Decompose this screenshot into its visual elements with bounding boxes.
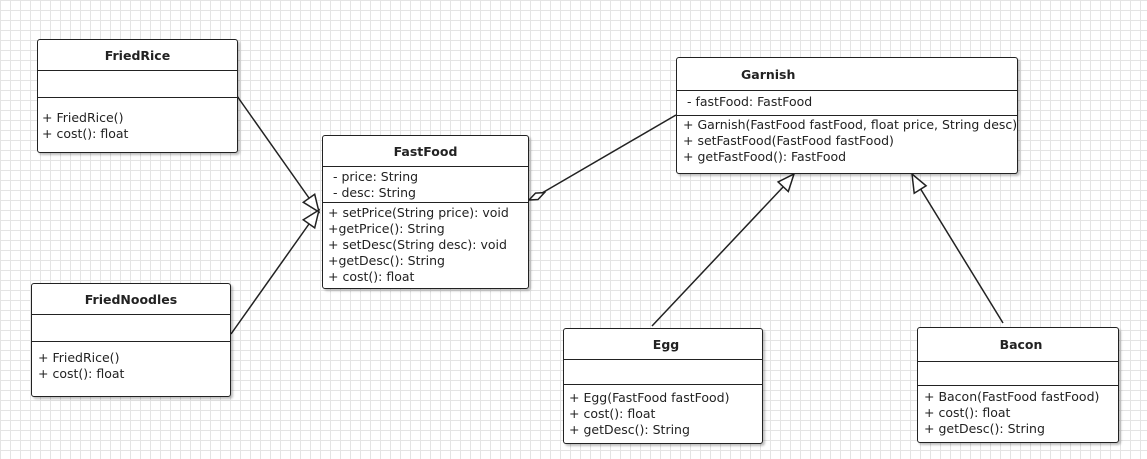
attributes-compartment bbox=[38, 71, 237, 98]
class-fried-noodles[interactable]: FriedNoodles + FriedRice() + cost(): flo… bbox=[31, 283, 231, 397]
attribute: - desc: String bbox=[333, 185, 416, 200]
operation: + getDesc(): String bbox=[569, 422, 690, 437]
attributes-compartment bbox=[32, 315, 230, 342]
operations-compartment: + Bacon(FastFood fastFood) + cost(): flo… bbox=[918, 386, 1118, 437]
class-name: FriedRice bbox=[38, 40, 237, 71]
generalization-arrowhead bbox=[301, 208, 321, 230]
operation: +getPrice(): String bbox=[328, 221, 445, 236]
operation: + cost(): float bbox=[38, 366, 125, 381]
generalization-arrowhead bbox=[911, 172, 928, 195]
operation: + cost(): float bbox=[569, 406, 656, 421]
operation: + cost(): float bbox=[924, 405, 1011, 420]
operation: + setPrice(String price): void bbox=[328, 205, 509, 220]
relation-garnish-fastfood bbox=[541, 114, 677, 194]
operation: + Egg(FastFood fastFood) bbox=[569, 390, 730, 405]
attributes-compartment bbox=[564, 360, 762, 385]
attribute: - price: String bbox=[333, 169, 419, 184]
operation: + Garnish(FastFood fastFood, float price… bbox=[683, 117, 1018, 132]
attribute: - fastFood: FastFood bbox=[687, 94, 813, 109]
operation: + FriedRice() bbox=[42, 110, 124, 125]
relation-friedrice-fastfood bbox=[236, 95, 310, 199]
relation-egg-garnish bbox=[651, 185, 785, 327]
operations-compartment: + FriedRice() + cost(): float bbox=[38, 98, 237, 142]
attributes-compartment: - price: String - desc: String bbox=[323, 167, 528, 203]
class-name: Egg bbox=[564, 329, 762, 360]
attributes-compartment bbox=[918, 362, 1118, 386]
operations-compartment: + Egg(FastFood fastFood) + cost(): float… bbox=[564, 385, 762, 438]
class-name: FriedNoodles bbox=[32, 284, 230, 315]
generalization-arrowhead bbox=[776, 172, 796, 193]
class-garnish[interactable]: Garnish - fastFood: FastFood + Garnish(F… bbox=[676, 57, 1018, 174]
operations-compartment: + setPrice(String price): void +getPrice… bbox=[323, 203, 528, 285]
class-egg[interactable]: Egg + Egg(FastFood fastFood) + cost(): f… bbox=[563, 328, 763, 444]
relation-bacon-garnish bbox=[919, 187, 1004, 324]
relation-friednoodles-fastfood bbox=[230, 223, 310, 335]
operation: + cost(): float bbox=[328, 269, 415, 284]
operation: + getDesc(): String bbox=[924, 421, 1045, 436]
aggregation-diamond bbox=[527, 191, 547, 201]
class-name: Bacon bbox=[918, 328, 1118, 362]
operation: + Bacon(FastFood fastFood) bbox=[924, 389, 1100, 404]
class-name: Garnish bbox=[677, 58, 1017, 91]
operations-compartment: + Garnish(FastFood fastFood, float price… bbox=[677, 116, 1017, 165]
class-fried-rice[interactable]: FriedRice + FriedRice() + cost(): float bbox=[37, 39, 238, 153]
operation: + cost(): float bbox=[42, 126, 129, 141]
operation: + setFastFood(FastFood fastFood) bbox=[683, 133, 894, 148]
operation: + setDesc(String desc): void bbox=[328, 237, 507, 252]
class-bacon[interactable]: Bacon + Bacon(FastFood fastFood) + cost(… bbox=[917, 327, 1119, 443]
operations-compartment: + FriedRice() + cost(): float bbox=[32, 342, 230, 382]
operation: +getDesc(): String bbox=[328, 253, 445, 268]
class-fast-food[interactable]: FastFood - price: String - desc: String … bbox=[322, 135, 529, 289]
generalization-arrowhead bbox=[301, 193, 321, 214]
class-name: FastFood bbox=[323, 136, 528, 167]
operation: + FriedRice() bbox=[38, 350, 120, 365]
operation: + getFastFood(): FastFood bbox=[683, 149, 847, 164]
attributes-compartment: - fastFood: FastFood bbox=[677, 91, 1017, 116]
